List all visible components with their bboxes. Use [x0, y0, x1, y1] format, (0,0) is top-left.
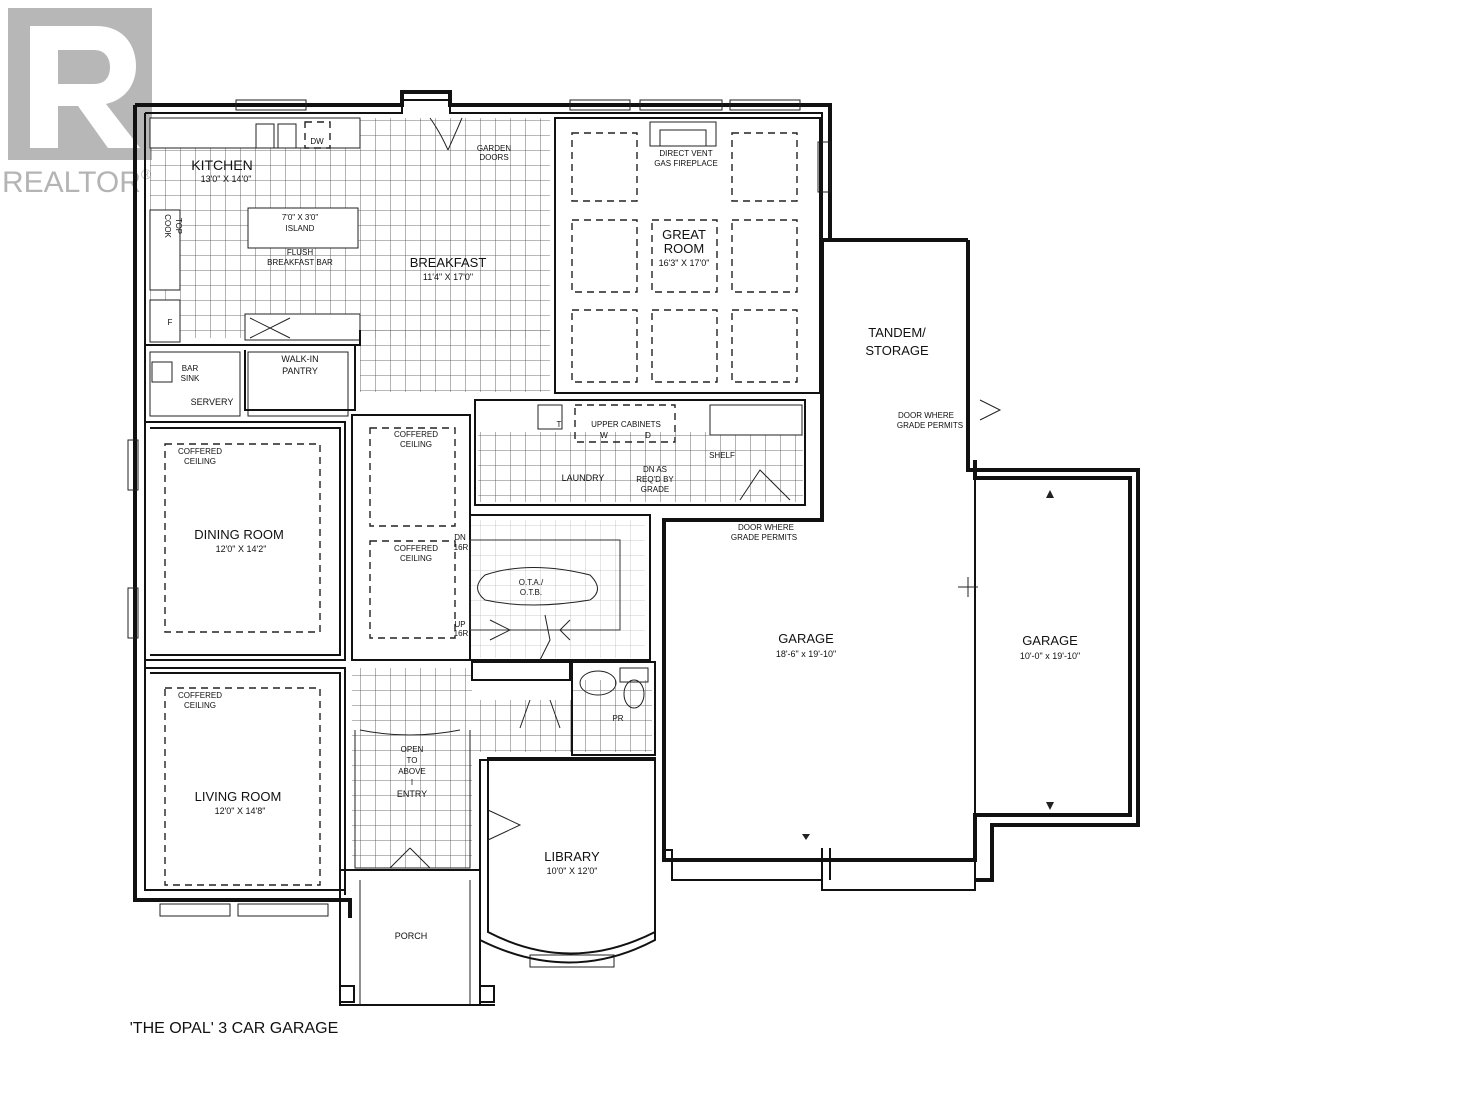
- garage-b-dims: 10'-0" x 19'-10": [1020, 651, 1080, 661]
- coffered-dining-1: COFFERED: [178, 447, 222, 456]
- living-dims: 12'0" X 14'8": [215, 806, 266, 816]
- realtor-r-logo-icon: [8, 8, 152, 160]
- dryer-label: D: [645, 431, 651, 440]
- library-dims: 10'0" X 12'0": [547, 866, 598, 876]
- dn-16r-1: DN: [454, 533, 466, 542]
- garage: [802, 490, 1054, 840]
- staircase: [469, 539, 621, 661]
- door-grade-label-1: DOOR WHERE: [898, 411, 954, 420]
- dn-grade-3: GRADE: [641, 485, 669, 494]
- coffered-living-2: CEILING: [184, 701, 216, 710]
- door-grade-lower-1: DOOR WHERE: [738, 523, 794, 532]
- registered-mark: ®: [140, 166, 152, 182]
- breakfast-label: BREAKFAST: [410, 255, 487, 270]
- kitchen-dims: 13'0" X 14'0": [201, 174, 252, 184]
- coffered-stair-1: COFFERED: [394, 544, 438, 553]
- upper-cabinets-label: UPPER CABINETS: [591, 420, 661, 429]
- windows: [127, 99, 831, 968]
- entry-label: ENTRY: [397, 789, 427, 799]
- pantry-label-2: PANTRY: [282, 366, 318, 376]
- open-above-2: TO: [407, 756, 418, 765]
- porch: [339, 880, 495, 1005]
- dn-16r-2: 16R: [454, 543, 469, 552]
- ota-label-1: O.T.A./: [519, 578, 544, 587]
- island-label: ISLAND: [286, 224, 315, 233]
- up-16r-2: 16R: [454, 629, 469, 638]
- coffered-living-1: COFFERED: [178, 691, 222, 700]
- dn-grade-1: DN AS: [643, 465, 667, 474]
- door-grade-lower-2: GRADE PERMITS: [731, 533, 797, 542]
- exterior-walls: [133, 90, 1140, 918]
- great-room: [554, 117, 821, 394]
- realtor-wordmark: REALTOR: [2, 166, 141, 199]
- garden-doors-label-2: DOORS: [479, 153, 508, 162]
- great-room-dims: 16'3" X 17'0": [659, 258, 710, 268]
- fireplace-label-1: DIRECT VENT: [659, 149, 712, 158]
- powder-room: [579, 667, 649, 709]
- ota-label-2: O.T.B.: [520, 588, 542, 597]
- washer-label: W: [600, 431, 608, 440]
- servery-label: SERVERY: [191, 397, 234, 407]
- shelf-label: SHELF: [709, 451, 735, 460]
- porch-label: PORCH: [395, 931, 428, 941]
- dn-grade-2: REQ'D BY: [636, 475, 674, 484]
- island-dims: 7'0" X 3'0": [282, 213, 318, 222]
- garden-doors-label-1: GARDEN: [477, 144, 511, 153]
- door-grade-label-2: GRADE PERMITS: [897, 421, 963, 430]
- tandem-label-2: STORAGE: [865, 343, 929, 358]
- coffered-ceilings: [164, 427, 456, 886]
- coffered-dining-2: CEILING: [184, 457, 216, 466]
- cooktop-label-1: COOK: [163, 214, 172, 238]
- dining-dims: 12'0" X 14'2": [216, 544, 267, 554]
- coffered-hall-1: COFFERED: [394, 430, 438, 439]
- laundry-fixtures: [537, 404, 803, 443]
- living-label: LIVING ROOM: [195, 789, 282, 804]
- interior-walls: [145, 330, 1002, 1006]
- garage-b-label: GARAGE: [1022, 633, 1078, 648]
- tandem-label-1: TANDEM/: [868, 325, 926, 340]
- dining-label: DINING ROOM: [194, 527, 284, 542]
- library-label: LIBRARY: [544, 849, 600, 864]
- breakfast-bar-label: BREAKFAST BAR: [267, 258, 333, 267]
- kitchen-fixtures: [149, 117, 463, 417]
- garage-a-dims: 18'-6" x 19'-10": [776, 649, 836, 659]
- open-above-1: OPEN: [401, 745, 424, 754]
- plan-caption: 'THE OPAL' 3 CAR GARAGE: [130, 1020, 339, 1037]
- pantry-label-1: WALK-IN: [281, 354, 318, 364]
- open-above-3: ABOVE: [398, 767, 426, 776]
- pr-label: PR: [612, 714, 623, 723]
- great-room-label-1: GREAT: [662, 227, 706, 242]
- great-room-label-2: ROOM: [664, 241, 704, 256]
- garage-a-label: GARAGE: [778, 631, 834, 646]
- up-16r-1: UP: [454, 620, 465, 629]
- bar-sink-label-1: BAR: [182, 364, 199, 373]
- fridge-label: F: [168, 318, 173, 327]
- bar-sink-label-2: SINK: [181, 374, 200, 383]
- kitchen-label: KITCHEN: [191, 157, 252, 173]
- laundry-label: LAUNDRY: [562, 473, 605, 483]
- coffered-stair-2: CEILING: [400, 554, 432, 563]
- room-labels: KITCHEN 13'0" X 14'0" DW GARDEN DOORS DI…: [130, 137, 1080, 1037]
- open-above-4: I: [411, 778, 413, 787]
- dishwasher-label: DW: [310, 137, 324, 146]
- coffered-hall-2: CEILING: [400, 440, 432, 449]
- flush-label: FLUSH: [287, 248, 313, 257]
- tub-label: T: [557, 420, 562, 429]
- tiled-floor: [150, 118, 803, 868]
- cooktop-label-2: TOP: [174, 218, 183, 234]
- fireplace-label-2: GAS FIREPLACE: [654, 159, 718, 168]
- realtor-watermark: REALTOR®: [0, 8, 160, 199]
- breakfast-dims: 11'4" X 17'0": [423, 272, 473, 282]
